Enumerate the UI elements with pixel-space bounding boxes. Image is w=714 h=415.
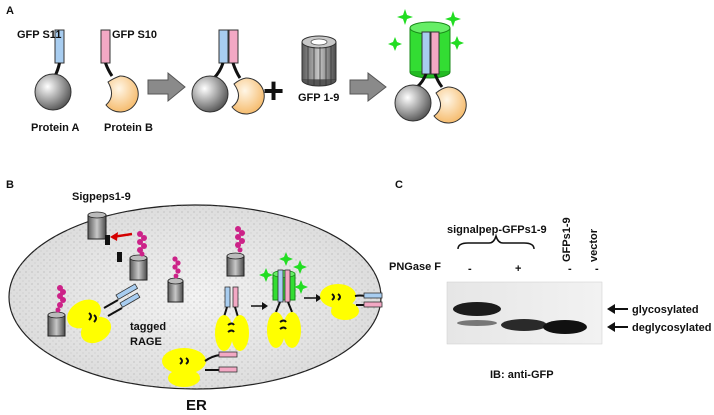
pngase-label: PNGase F [389, 261, 441, 273]
protein-a-construct [34, 29, 72, 111]
arrow-1 [147, 71, 186, 103]
red-arrow-icon [110, 232, 118, 241]
rage-dimer-bottom [162, 348, 238, 387]
gfp-1-9-label: GFP 1-9 [298, 92, 339, 104]
band-lane3 [543, 320, 587, 334]
band-lane1-glycosylated [453, 302, 501, 316]
rage-dimer-right [320, 284, 383, 320]
reconstituted-gfp [394, 21, 467, 124]
er-label: ER [186, 397, 207, 414]
protein-a-sphere [34, 73, 72, 111]
protein-b-construct [100, 29, 139, 113]
glycosylated-arrow-icon [607, 304, 628, 314]
sigpep-barrel-membrane [87, 211, 133, 262]
lane4-label: vector [588, 228, 600, 262]
lane-bracket [457, 233, 535, 250]
protein-b-sphere [105, 75, 139, 113]
rage-label: RAGE [130, 336, 162, 348]
rage-gfp-complex [267, 269, 301, 348]
linker [104, 62, 114, 77]
lane4-sign: - [595, 263, 599, 275]
gfp-s11-label: GFP S11 [17, 29, 61, 41]
rage-dimer-tagged [215, 286, 249, 351]
band-lane2-deglycosylated [501, 319, 547, 331]
arrow-2 [349, 71, 387, 103]
sigpep-barrel-2 [167, 256, 184, 303]
sigpep-barrel-1 [129, 231, 148, 281]
tagged-rage-binding [47, 283, 141, 344]
panel-a-letter: A [6, 5, 14, 17]
step-arrow-2 [304, 294, 322, 302]
gfp-s11-strand [218, 29, 229, 64]
sigpeps-label: Sigpeps1-9 [72, 191, 131, 203]
deglycosylated-label: deglycosylated [632, 322, 711, 334]
complex-ab [191, 29, 265, 115]
glycosylated-label: glycosylated [632, 304, 699, 316]
sigpep-barrel-3 [226, 226, 245, 277]
fluorescence-sparkles [388, 9, 464, 51]
sparkles-er [259, 252, 308, 294]
deglycosylated-arrow-icon [607, 322, 628, 332]
gfp-s10-strand [100, 29, 111, 64]
band-lane1-deglycosylated [457, 320, 497, 326]
ib-label: IB: anti-GFP [490, 369, 554, 381]
protein-b-label: Protein B [104, 122, 153, 134]
step-arrow-1 [251, 302, 268, 310]
signalpep-label: signalpep-GFPs1-9 [447, 224, 547, 236]
lane3-sign: - [568, 263, 572, 275]
protein-a-label: Protein A [31, 122, 80, 134]
gfp-1-9-barrel [301, 35, 337, 87]
gfp-s10-label: GFP S10 [112, 29, 157, 41]
tagged-label: tagged [130, 321, 166, 333]
gfp-s10-strand [228, 29, 239, 64]
lane3-label: GFPs1-9 [561, 217, 573, 262]
lane2-sign: + [515, 263, 521, 275]
blot-bands [453, 302, 587, 334]
lane1-sign: - [468, 263, 472, 275]
panel-c-letter: C [395, 179, 403, 191]
panel-b-letter: B [6, 179, 14, 191]
plus-sign: + [263, 70, 284, 111]
